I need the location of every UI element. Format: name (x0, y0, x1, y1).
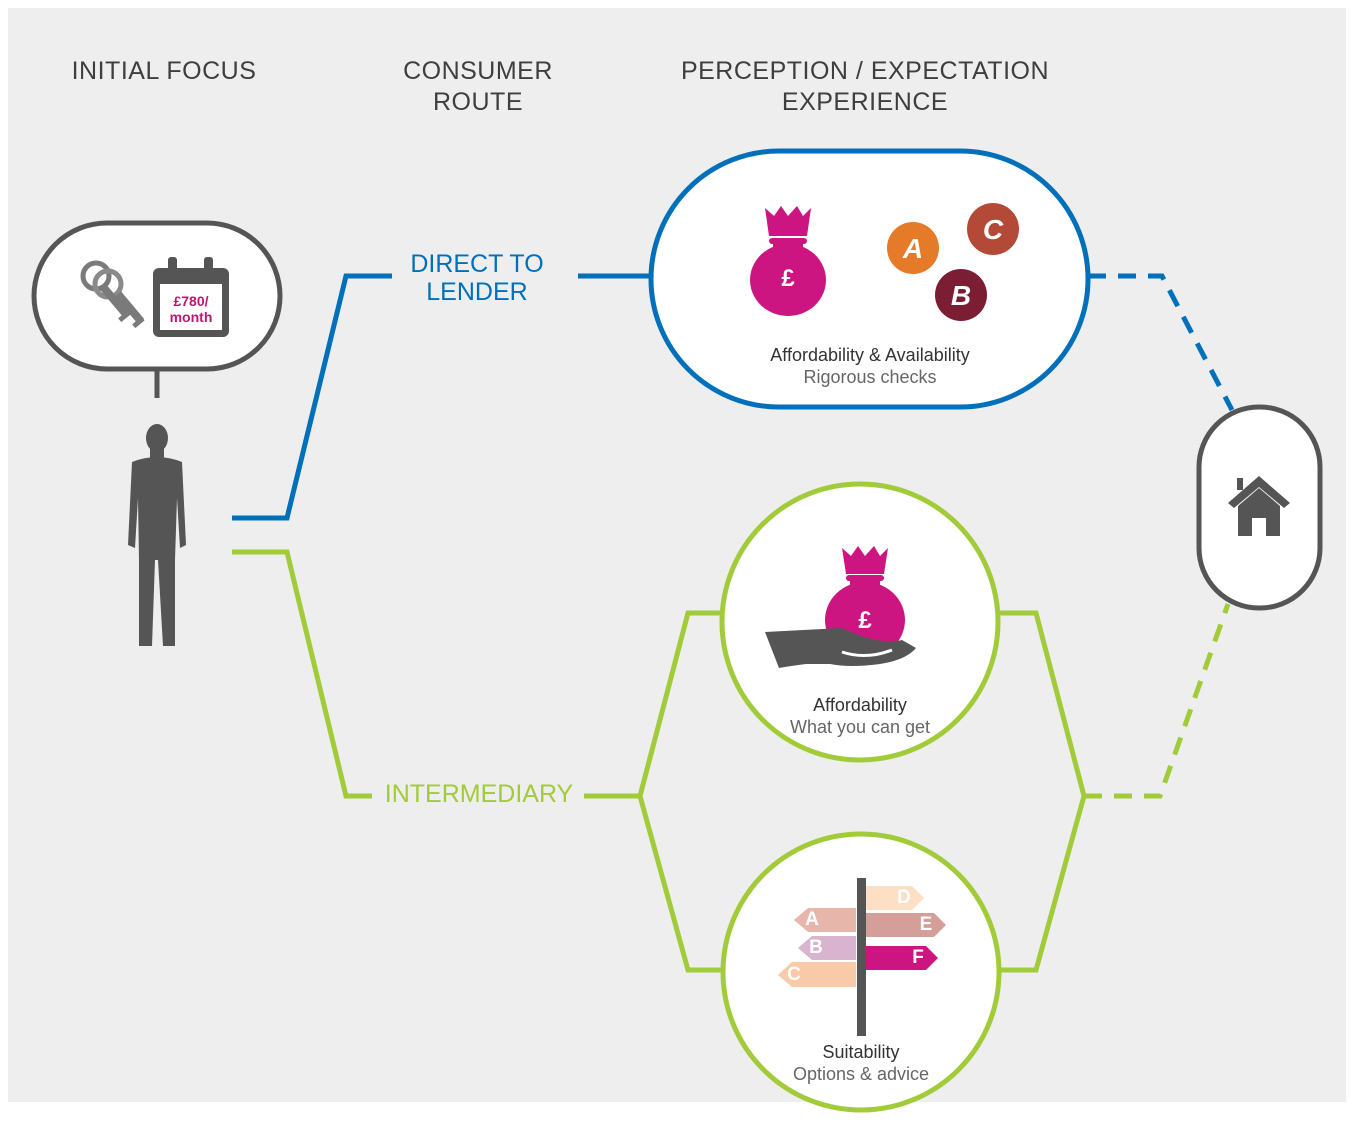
route-intermediary-text: INTERMEDIARY (384, 780, 574, 808)
header-perception-line2: EXPERIENCE (781, 88, 949, 116)
affordability-subtitle: What you can get (789, 717, 931, 737)
person-icon (128, 424, 186, 646)
diagram-background (8, 8, 1346, 1102)
badge-c-letter: C (982, 214, 1004, 245)
hand-holding-money-bag-icon (765, 546, 916, 668)
calendar-amount-line1: £780/ (173, 293, 209, 309)
route-direct-line2: LENDER (426, 278, 528, 306)
sign-d (866, 886, 924, 910)
route-direct-line1: DIRECT TO (410, 250, 544, 278)
affordability-title: Affordability (813, 695, 907, 715)
affordability-money-symbol: £ (858, 607, 872, 634)
sign-c-letter: C (787, 964, 801, 985)
direct-route-connector (232, 273, 652, 521)
header-consumer-route: CONSUMER ROUTE (388, 56, 568, 118)
direct-to-home-dashed-connector (1088, 273, 1235, 412)
sign-c (778, 962, 856, 987)
signpost-pole (857, 878, 866, 1036)
sign-b-letter: B (809, 937, 823, 958)
keys-icon (80, 260, 145, 329)
suitability-title: Suitability (822, 1042, 900, 1062)
suitability-caption: Suitability Options & advice (741, 1041, 981, 1085)
sign-e (866, 913, 946, 937)
home-icon (1228, 476, 1290, 536)
intermediary-to-home-dashed-connector (1084, 603, 1231, 799)
rating-badges-icon (887, 203, 1019, 321)
sign-e-letter: E (919, 914, 933, 935)
suitability-subtitle: Options & advice (792, 1064, 930, 1084)
sign-d-letter: D (897, 887, 911, 908)
calendar-icon (153, 257, 229, 337)
header-initial-focus-text: INITIAL FOCUS (71, 57, 257, 85)
direct-box-subtitle: Rigorous checks (803, 367, 937, 387)
signpost-icon (778, 878, 946, 1036)
header-consumer-route-line1: CONSUMER (403, 57, 553, 85)
calendar-amount-line2: month (169, 309, 213, 325)
sign-a (794, 908, 856, 932)
route-intermediary-label: INTERMEDIARY (376, 780, 582, 808)
calendar-amount: £780/ month (160, 293, 222, 325)
sign-b (798, 936, 856, 960)
badge-a (887, 222, 939, 274)
header-perception-line1: PERCEPTION / EXPECTATION (680, 57, 1050, 85)
header-perception: PERCEPTION / EXPECTATION EXPERIENCE (660, 56, 1070, 118)
badge-a-letter: A (902, 233, 924, 264)
direct-box-caption: Affordability & Availability Rigorous ch… (700, 344, 1040, 388)
sign-a-letter: A (805, 909, 819, 930)
header-initial-focus: INITIAL FOCUS (62, 56, 266, 87)
badge-b (935, 269, 987, 321)
sign-f-letter: F (912, 947, 924, 968)
money-bag-icon (750, 206, 826, 316)
sign-f (866, 946, 938, 970)
header-consumer-route-line2: ROUTE (433, 88, 523, 116)
route-direct-label: DIRECT TO LENDER (392, 250, 562, 306)
affordability-caption: Affordability What you can get (740, 694, 980, 738)
badge-c (967, 203, 1019, 255)
direct-box-title: Affordability & Availability (770, 345, 970, 365)
direct-money-symbol: £ (781, 265, 795, 292)
badge-b-letter: B (950, 280, 972, 311)
